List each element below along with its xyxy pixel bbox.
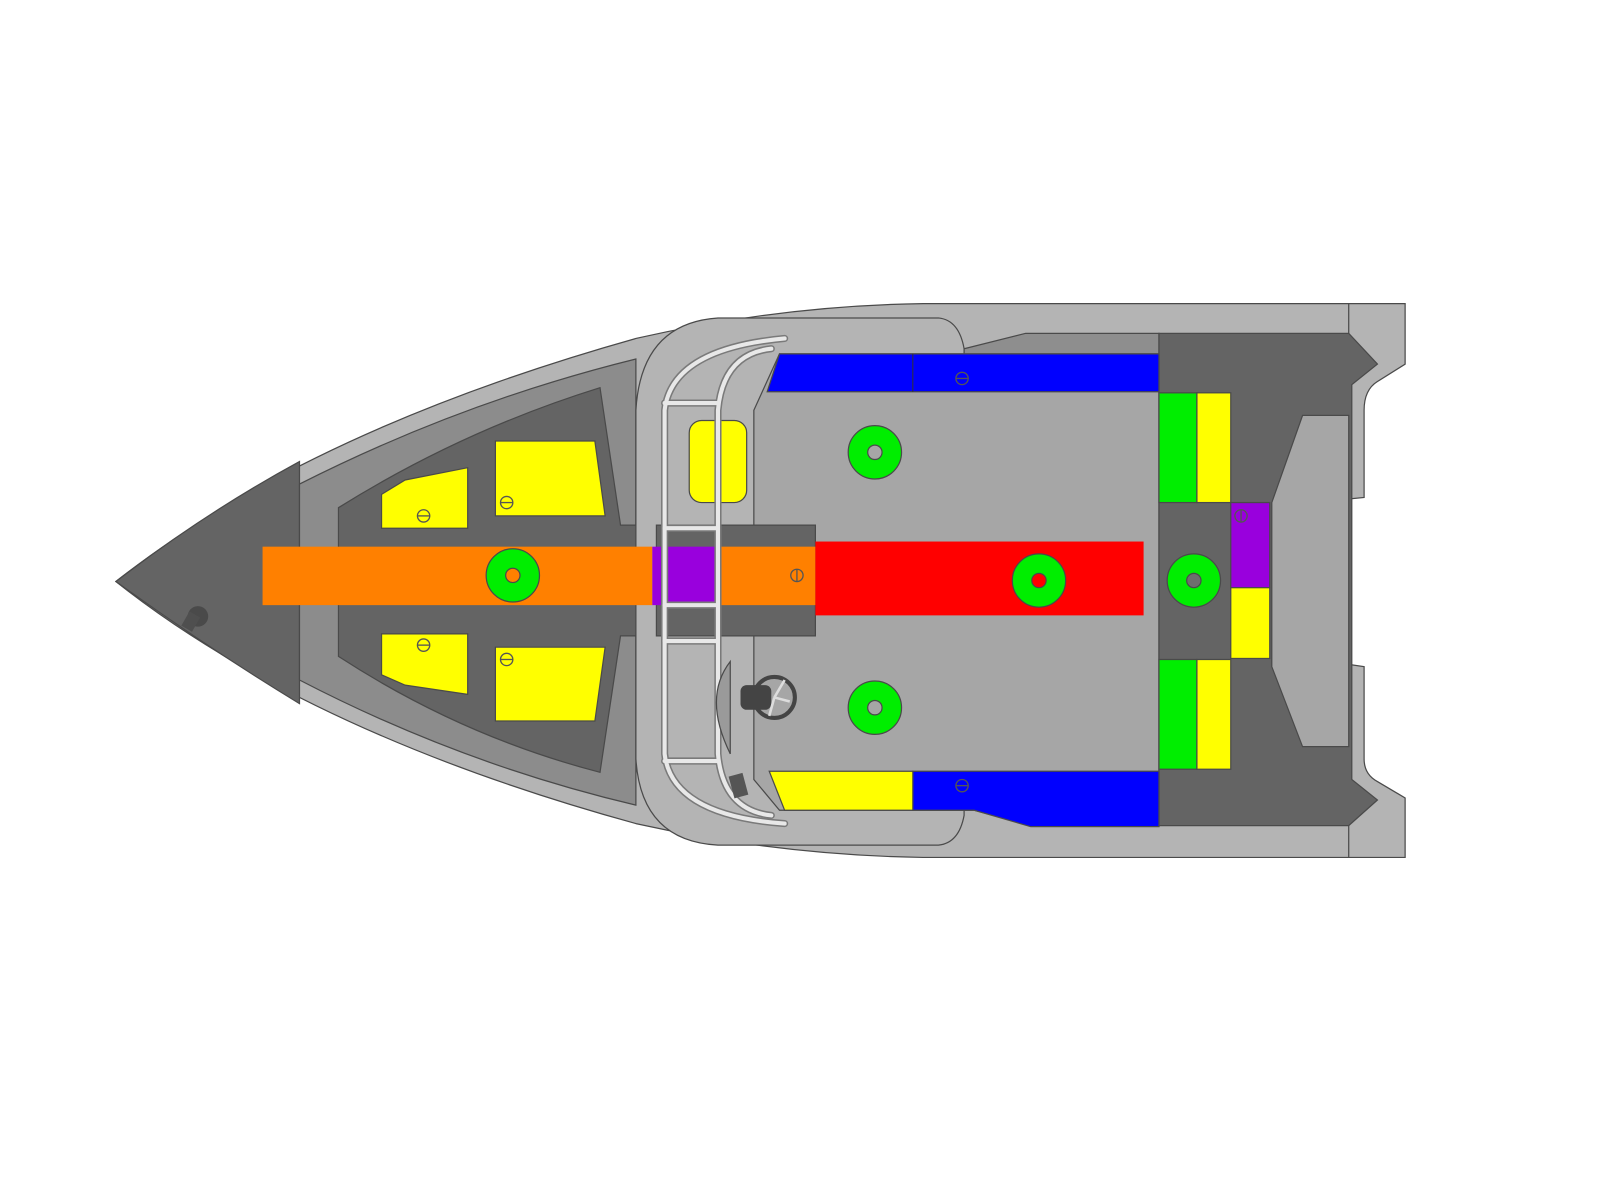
seat-pedestal-bow: [485, 548, 541, 603]
bow-hatch-4: [494, 646, 606, 722]
throttle-vent: [728, 772, 749, 799]
seat-pedestal-starboard: [847, 680, 903, 735]
latch-icon: [1234, 509, 1248, 523]
dashboard-gauges: [715, 659, 731, 755]
latch-icon: [416, 509, 431, 523]
bow-hatch-1: [380, 466, 469, 529]
stern-yellow-top: [1196, 392, 1232, 504]
latch-icon: [790, 568, 804, 583]
stern-step: [1271, 414, 1350, 748]
latch-icon: [499, 652, 514, 667]
latch-icon: [955, 371, 969, 386]
stern-yellow-bottom: [1196, 658, 1232, 770]
latch-icon: [416, 638, 431, 652]
windshield-rail: [661, 334, 789, 828]
latch-icon: [499, 495, 514, 510]
anchor-icon: [181, 606, 209, 632]
stern-yellow-center: [1230, 587, 1271, 660]
seat-pedestal-port: [847, 425, 903, 480]
bow-hatch-2: [494, 440, 606, 517]
stern-green-top: [1158, 392, 1198, 504]
orange-bar-console: [715, 546, 816, 606]
seat-pedestal-stern: [1166, 553, 1222, 608]
latch-icon: [955, 778, 969, 793]
bow-hatch-3: [380, 633, 469, 696]
seat-pedestal-center: [1011, 553, 1067, 608]
yellow-panel-bottom: [768, 770, 914, 811]
stern-green-bottom: [1158, 658, 1198, 770]
steering-wheel-icon: [740, 674, 797, 720]
red-bar: [815, 541, 1144, 616]
stern-purple: [1230, 501, 1271, 589]
orange-bar-bow: [262, 546, 653, 606]
